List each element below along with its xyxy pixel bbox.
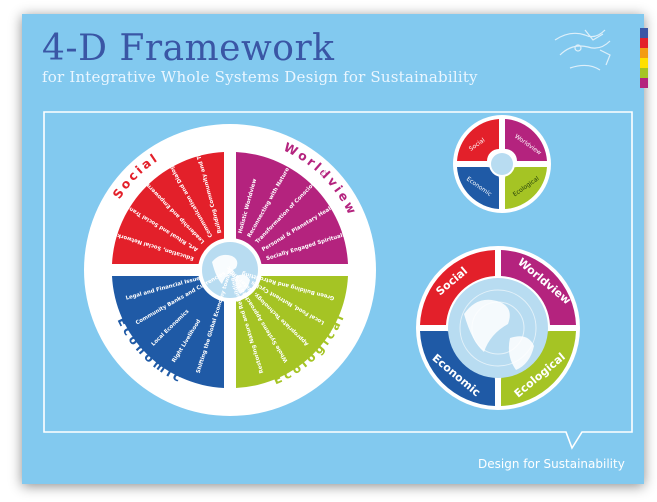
- economic-quadrant: [112, 276, 224, 388]
- large-framework-wheel: Social Worldview Economic Ecological Edu…: [84, 124, 376, 416]
- small-social-quadrant: [457, 119, 499, 161]
- small-worldview-quadrant: [505, 119, 547, 161]
- color-palette-strip: [640, 28, 648, 88]
- palette-swatch: [640, 38, 648, 48]
- medium-worldview-quadrant: [501, 250, 576, 325]
- small-economic-quadrant: [457, 167, 499, 209]
- worldview-quadrant: [236, 152, 348, 264]
- small-globe-icon: [491, 153, 513, 175]
- medium-framework-wheel: Social Worldview Economic Ecological: [416, 246, 580, 410]
- palette-swatch: [640, 58, 648, 68]
- medium-globe-continents: [464, 299, 534, 370]
- page-title: 4-D Framework: [42, 28, 335, 69]
- footer-label: Design for Sustainability: [478, 457, 625, 471]
- social-quadrant: [112, 152, 224, 264]
- bird-sketch-icon: [554, 29, 611, 71]
- palette-swatch: [640, 78, 648, 88]
- medium-social-quadrant: [420, 250, 495, 325]
- globe-continents: [212, 254, 250, 294]
- ecological-quadrant: [236, 276, 348, 388]
- small-framework-wheel: Social Worldview Economic Ecological: [453, 115, 551, 213]
- page-subtitle: for Integrative Whole Systems Design for…: [42, 68, 478, 86]
- palette-swatch: [640, 28, 648, 38]
- frame-outline: [43, 111, 633, 450]
- palette-swatch: [640, 48, 648, 58]
- small-ecological-quadrant: [505, 167, 547, 209]
- palette-swatch: [640, 68, 648, 78]
